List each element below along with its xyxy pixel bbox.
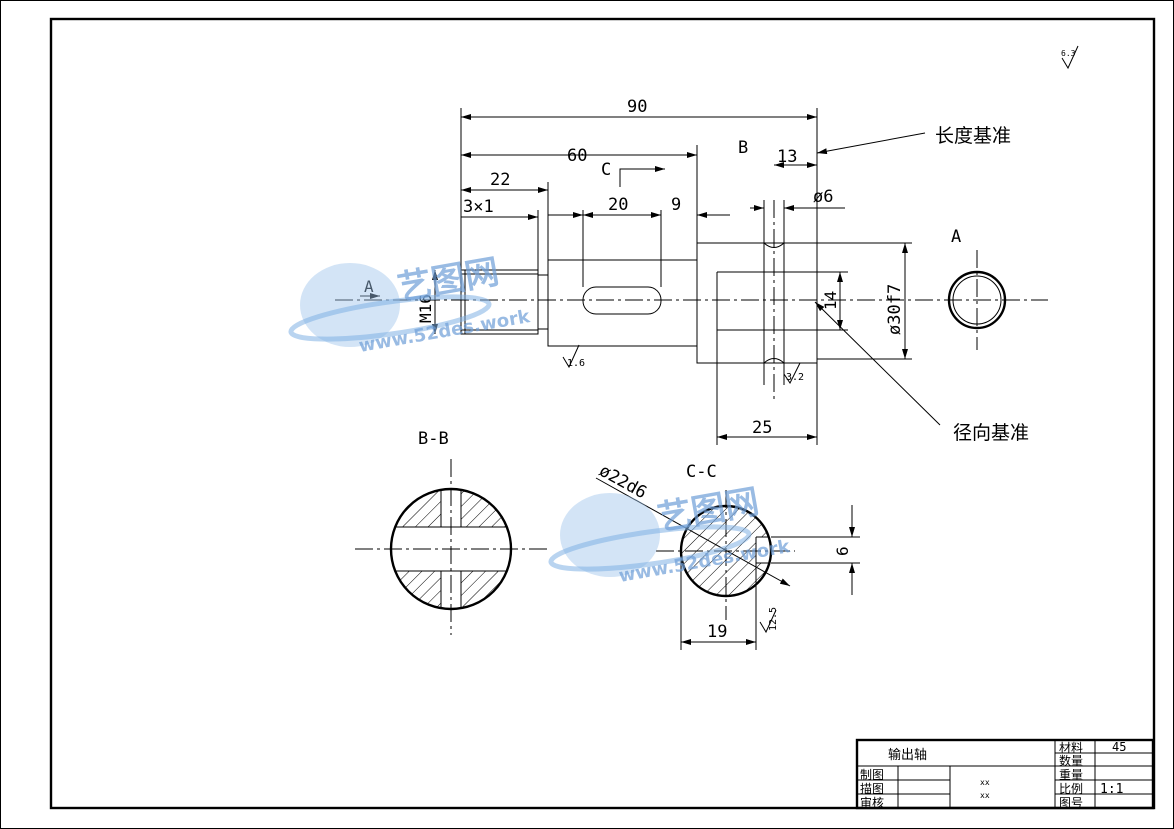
inner-frame <box>49 17 1156 810</box>
dim-3x1: 3×1 <box>463 197 494 217</box>
part-name: 输出轴 <box>888 747 927 763</box>
dim-20: 20 <box>608 195 628 215</box>
dim-13: 13 <box>777 147 797 167</box>
roughness-value-6-3: 6.3 <box>1061 49 1076 58</box>
dim-m16: M16 <box>416 294 435 323</box>
scale-value: 1:1 <box>1100 782 1123 797</box>
material-value: 45 <box>1112 740 1126 754</box>
xx-value-1: xx <box>980 778 990 787</box>
roughness-value-1-6: 1.6 <box>567 358 585 369</box>
scale-label: 比例 <box>1059 782 1083 796</box>
dim-25: 25 <box>752 418 772 438</box>
section-b-b: B-B <box>355 429 548 635</box>
section-mark-b: B <box>738 138 748 158</box>
view-label-a-left: A <box>364 277 374 296</box>
dim-phi30f7: ø30f7 <box>885 284 905 335</box>
length-datum-label: 长度基准 <box>935 125 1011 147</box>
datum-annotations: 长度基准 径向基准 <box>814 125 1029 444</box>
dimensions: 90 60 22 3×1 20 9 13 ø6 M16 14 ø30f7 <box>416 97 908 440</box>
dim-60: 60 <box>567 146 587 166</box>
section-cc-title: C-C <box>686 462 717 482</box>
drawing-no-label: 图号 <box>1059 796 1083 810</box>
checked-label: 审核 <box>860 795 884 810</box>
dim-19: 19 <box>707 622 727 642</box>
dim-9: 9 <box>671 195 681 215</box>
quantity-label: 数量 <box>1059 753 1083 768</box>
xx-value-2: xx <box>980 791 990 800</box>
material-label: 材料 <box>1059 741 1083 755</box>
section-bb-title: B-B <box>418 429 449 449</box>
roughness-symbol-general: 6.3 <box>1061 45 1079 70</box>
dim-phi6: ø6 <box>813 187 833 207</box>
dim-22: 22 <box>490 170 510 190</box>
dim-90: 90 <box>627 97 647 117</box>
traced-label: 描图 <box>860 782 884 796</box>
section-mark-c: C <box>601 160 611 180</box>
roughness-value-3-2: 3.2 <box>786 372 804 383</box>
radial-datum-label: 径向基准 <box>953 422 1029 444</box>
roughness-symbol-1-6: 1.6 <box>562 344 585 369</box>
section-markers: B C <box>601 138 748 187</box>
dim-14: 14 <box>821 291 840 310</box>
dim-6: 6 <box>833 546 852 556</box>
title-block: 输出轴 制图 描图 审核 xx xx 材料 45 数量 重量 比例 1:1 图号 <box>855 738 1155 810</box>
roughness-value-12-5: 12.5 <box>768 607 779 631</box>
watermark-logo-1: 艺图网 www.52des.work <box>288 252 532 357</box>
drawn-label: 制图 <box>860 768 884 782</box>
keyway-slot <box>582 286 662 315</box>
view-a: A <box>947 227 1007 350</box>
weight-label: 重量 <box>1059 768 1083 782</box>
keyed-segment <box>547 259 698 347</box>
roughness-symbol-3-2: 3.2 <box>783 362 804 384</box>
large-segment <box>696 242 818 364</box>
view-label-a: A <box>951 227 961 247</box>
